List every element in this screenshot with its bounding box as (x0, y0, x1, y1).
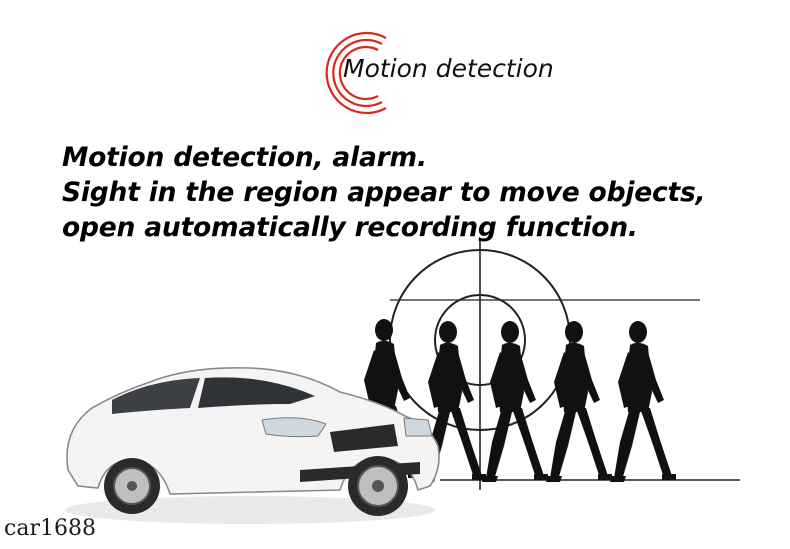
red-ring-icon (325, 31, 387, 115)
section-title-badge: Motion detection (300, 28, 600, 118)
description-line-3: open automatically recording function. (62, 212, 638, 243)
walking-person-icon (546, 321, 612, 482)
walking-person-icon (482, 321, 548, 482)
description-line-2: Sight in the region appear to move objec… (62, 177, 706, 208)
walking-person-icon (610, 321, 676, 482)
watermark-text: car1688 (4, 516, 96, 541)
car-icon (65, 366, 440, 524)
section-title: Motion detection (343, 54, 554, 83)
description-line-1: Motion detection, alarm. (62, 142, 427, 173)
description-text: Motion detection, alarm. Sight in the re… (62, 140, 762, 245)
